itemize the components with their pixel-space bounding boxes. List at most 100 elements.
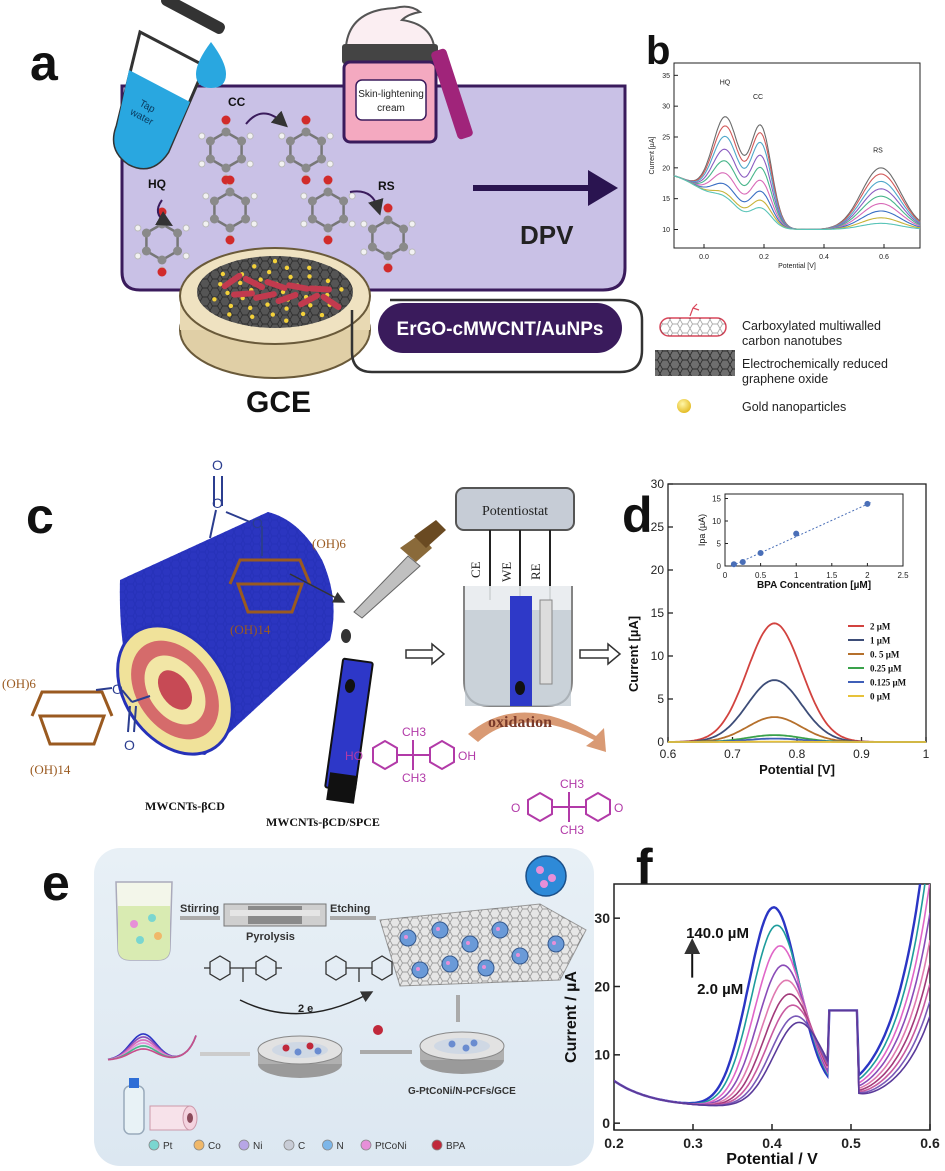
step-etching: Etching <box>330 903 370 915</box>
legend-entry: 0.25 µM <box>870 664 902 674</box>
legend-swatch <box>238 1139 250 1151</box>
panel-b-letter: b <box>646 29 670 73</box>
dpv-arrow <box>473 170 618 206</box>
x-axis-label: Potential [V] <box>759 762 835 777</box>
electrode-ce: CE <box>468 561 483 578</box>
legend-entry: Ni <box>253 1141 262 1152</box>
peak-label: CC <box>753 94 763 101</box>
hollow-arrow-2 <box>579 642 622 666</box>
modified-electrode-center <box>257 1035 343 1078</box>
bpa-ch3-bottom: CH3 <box>402 771 426 785</box>
spce-electrode-icon <box>324 657 374 804</box>
label-rs: RS <box>378 179 395 193</box>
water-drop-icon <box>196 42 226 88</box>
oh14-upper: (OH)14 <box>230 622 271 637</box>
electrochemical-cell: Potentiostat CE WE RE <box>455 487 575 707</box>
panel-e: e Stirring Pyrolysis Etching <box>42 848 594 1166</box>
gce-electrode <box>179 247 371 379</box>
peak-label: RS <box>873 147 883 154</box>
plot-frame <box>613 883 931 1131</box>
legend-swatch <box>193 1139 205 1151</box>
panel-a-letter: a <box>30 35 59 91</box>
legend-gold: Gold nanoparticles <box>742 400 846 414</box>
step-stirring: Stirring <box>180 903 219 915</box>
inset-point <box>739 558 746 565</box>
cream-label-line2: cream <box>377 103 405 114</box>
y-tick-label: 25 <box>651 520 665 534</box>
inset-x-label: BPA Concentration [µM] <box>757 580 871 591</box>
y-tick-label: 10 <box>651 649 665 663</box>
x-tick-label: 0.3 <box>683 1135 703 1151</box>
bpa-ch3-top: CH3 <box>402 725 426 739</box>
x-tick-label: 0.0 <box>699 254 709 261</box>
electrode-we: WE <box>499 562 514 582</box>
molecules <box>134 115 416 277</box>
o-upper2: O <box>212 495 223 511</box>
bpa-molecule <box>372 739 455 771</box>
panel-c-letter: c <box>26 488 54 544</box>
x-tick-label: 0.6 <box>920 1135 940 1151</box>
molecule-icon <box>300 175 356 245</box>
x-tick-label: 0.7 <box>724 747 741 761</box>
cream-label-line1: Skin-lightening <box>358 89 424 100</box>
curves <box>614 884 930 1107</box>
x-tick-label: 0.9 <box>853 747 870 761</box>
legend-cnt-line2: carbon nanotubes <box>742 334 842 348</box>
y-tick-label: 10 <box>594 1047 610 1063</box>
y-tick-label: 30 <box>594 910 610 926</box>
x-tick-label: 1 <box>923 747 930 761</box>
legend-ergo-line2: graphene oxide <box>742 372 828 386</box>
nanoparticle-icon <box>477 959 495 977</box>
quinone-small <box>204 955 282 982</box>
quinone-o-right: O <box>614 801 623 815</box>
nanoparticle-icon <box>431 921 449 939</box>
y-tick-label: 20 <box>662 165 670 172</box>
x-tick-label: 0.4 <box>762 1135 782 1151</box>
dropper-icon <box>341 520 446 643</box>
y-tick-label: 0 <box>657 735 664 749</box>
y-tick-label: 20 <box>594 978 610 994</box>
bpa-oh: OH <box>458 749 476 763</box>
electrode-re: RE <box>528 563 543 580</box>
quinone-ch3-bottom: CH3 <box>560 823 584 837</box>
water-bottle-icon <box>123 1078 145 1135</box>
legend-cnt-line1: Carboxylated multiwalled <box>742 319 881 333</box>
cream-jar-icon: Skin-lightening cream <box>342 5 473 144</box>
legend-ergo-line1: Electrochemically reduced <box>742 357 888 371</box>
legend-entry: Pt <box>163 1141 173 1152</box>
legend-entry: Co <box>208 1141 221 1152</box>
plot-frame <box>724 493 904 567</box>
panel-f-letter: f <box>636 839 653 895</box>
mwcnt-label: MWCNTs-βCD <box>145 799 225 813</box>
legend-entry: 0 µM <box>870 692 891 702</box>
x-tick-label: 0.6 <box>879 254 889 261</box>
legend-entry: 1 µM <box>870 636 891 646</box>
beaker-icon <box>115 881 173 961</box>
inset-point <box>730 561 737 568</box>
svg-text:OOO: OOO <box>212 457 263 531</box>
x-axis-label: Potential / V <box>726 1151 818 1168</box>
nanoparticle-icon <box>491 921 509 939</box>
ester-upper <box>209 476 263 556</box>
label-cc: CC <box>228 95 246 109</box>
legend-entry: C <box>298 1141 305 1152</box>
y-axis-label: Current [µA] <box>626 616 641 692</box>
oh6-lower: (OH)6 <box>2 676 36 691</box>
x-tick-label: 1 <box>794 571 799 580</box>
legend-swatch <box>360 1139 372 1151</box>
paper-roll-icon <box>149 1105 198 1131</box>
potentiostat-box <box>455 487 575 531</box>
tap-water-tube-icon: Tapwater <box>112 0 225 170</box>
legend-entry: N <box>337 1141 344 1152</box>
mwcnt-tube-icon <box>116 512 334 756</box>
x-tick-label: 0.8 <box>789 747 806 761</box>
porous-carbon-sheet <box>379 855 587 987</box>
legend-entry: 0.125 µM <box>870 678 907 688</box>
